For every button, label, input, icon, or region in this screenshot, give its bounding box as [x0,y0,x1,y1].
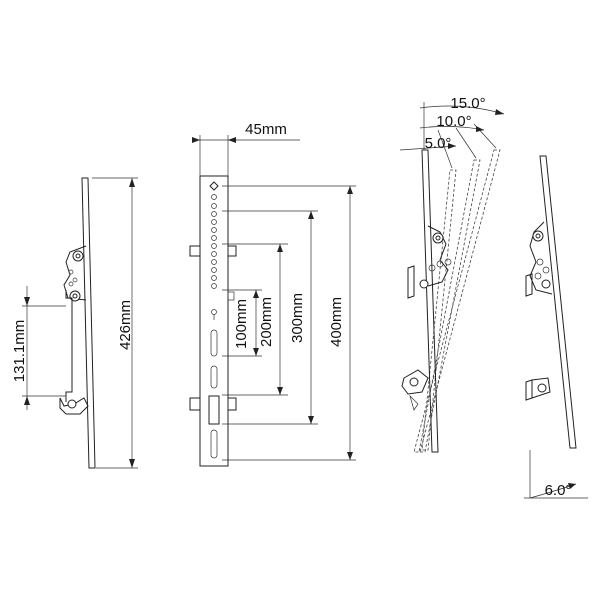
tilt-knob-middle [419,279,429,289]
height-label: 426mm [117,300,134,350]
tilt-view: 15.0° 10.0° 5.0° [399,95,505,453]
tilt-knob-upper [432,232,444,244]
slot-middle [210,365,218,389]
tilt-plate-10 [418,159,481,453]
side-view-right: 6.0° [524,155,588,499]
dim-100-label: 100mm [233,299,250,349]
right-knob-upper [532,230,544,242]
dim-200-label: 200mm [258,297,275,347]
right-wall-clip-lower [525,379,533,401]
mounting-holes [209,181,219,320]
right-wall-clip-upper [525,273,533,297]
bracket-spacing-label: 131.1mm [11,320,28,383]
side-view-left: 426mm 131.1mm [11,177,138,469]
front-plate [199,175,229,467]
tilt-plate-5 [421,169,457,451]
tab-right-upper [227,245,237,257]
angle-6-label: 6.0° [545,482,572,499]
hook-knob-upper [72,250,84,262]
slot-clamp [208,395,220,425]
tab-right-lower [227,397,237,411]
slot-upper [210,329,218,357]
wall-bracket [65,290,73,402]
right-lower-hook [531,377,551,399]
tab-left-lower [189,397,201,411]
tilt-hinge [427,225,449,287]
angle-15-label: 15.0° [450,95,485,112]
right-plate [539,155,577,449]
angle-5-label: 5.0° [425,135,452,152]
lower-hook [59,397,89,415]
dim-400-label: 400mm [328,297,345,347]
right-knob-lower [537,383,547,393]
hook-knob-lower [67,399,77,409]
tilt-wall-clip-upper [407,265,415,299]
right-hinge [529,221,553,295]
tilt-plate-main [421,149,439,453]
tilt-knob-lower [409,377,419,387]
right-knob-middle [541,279,551,289]
angle-10-label: 10.0° [436,113,471,130]
tilt-lower-hook [401,369,429,395]
side-plate [81,177,96,469]
width-label: 45mm [245,121,287,138]
front-view: 45mm [189,121,356,467]
slot-lower [210,429,218,459]
dim-300-label: 300mm [289,293,306,343]
tab-left-upper [189,245,201,257]
